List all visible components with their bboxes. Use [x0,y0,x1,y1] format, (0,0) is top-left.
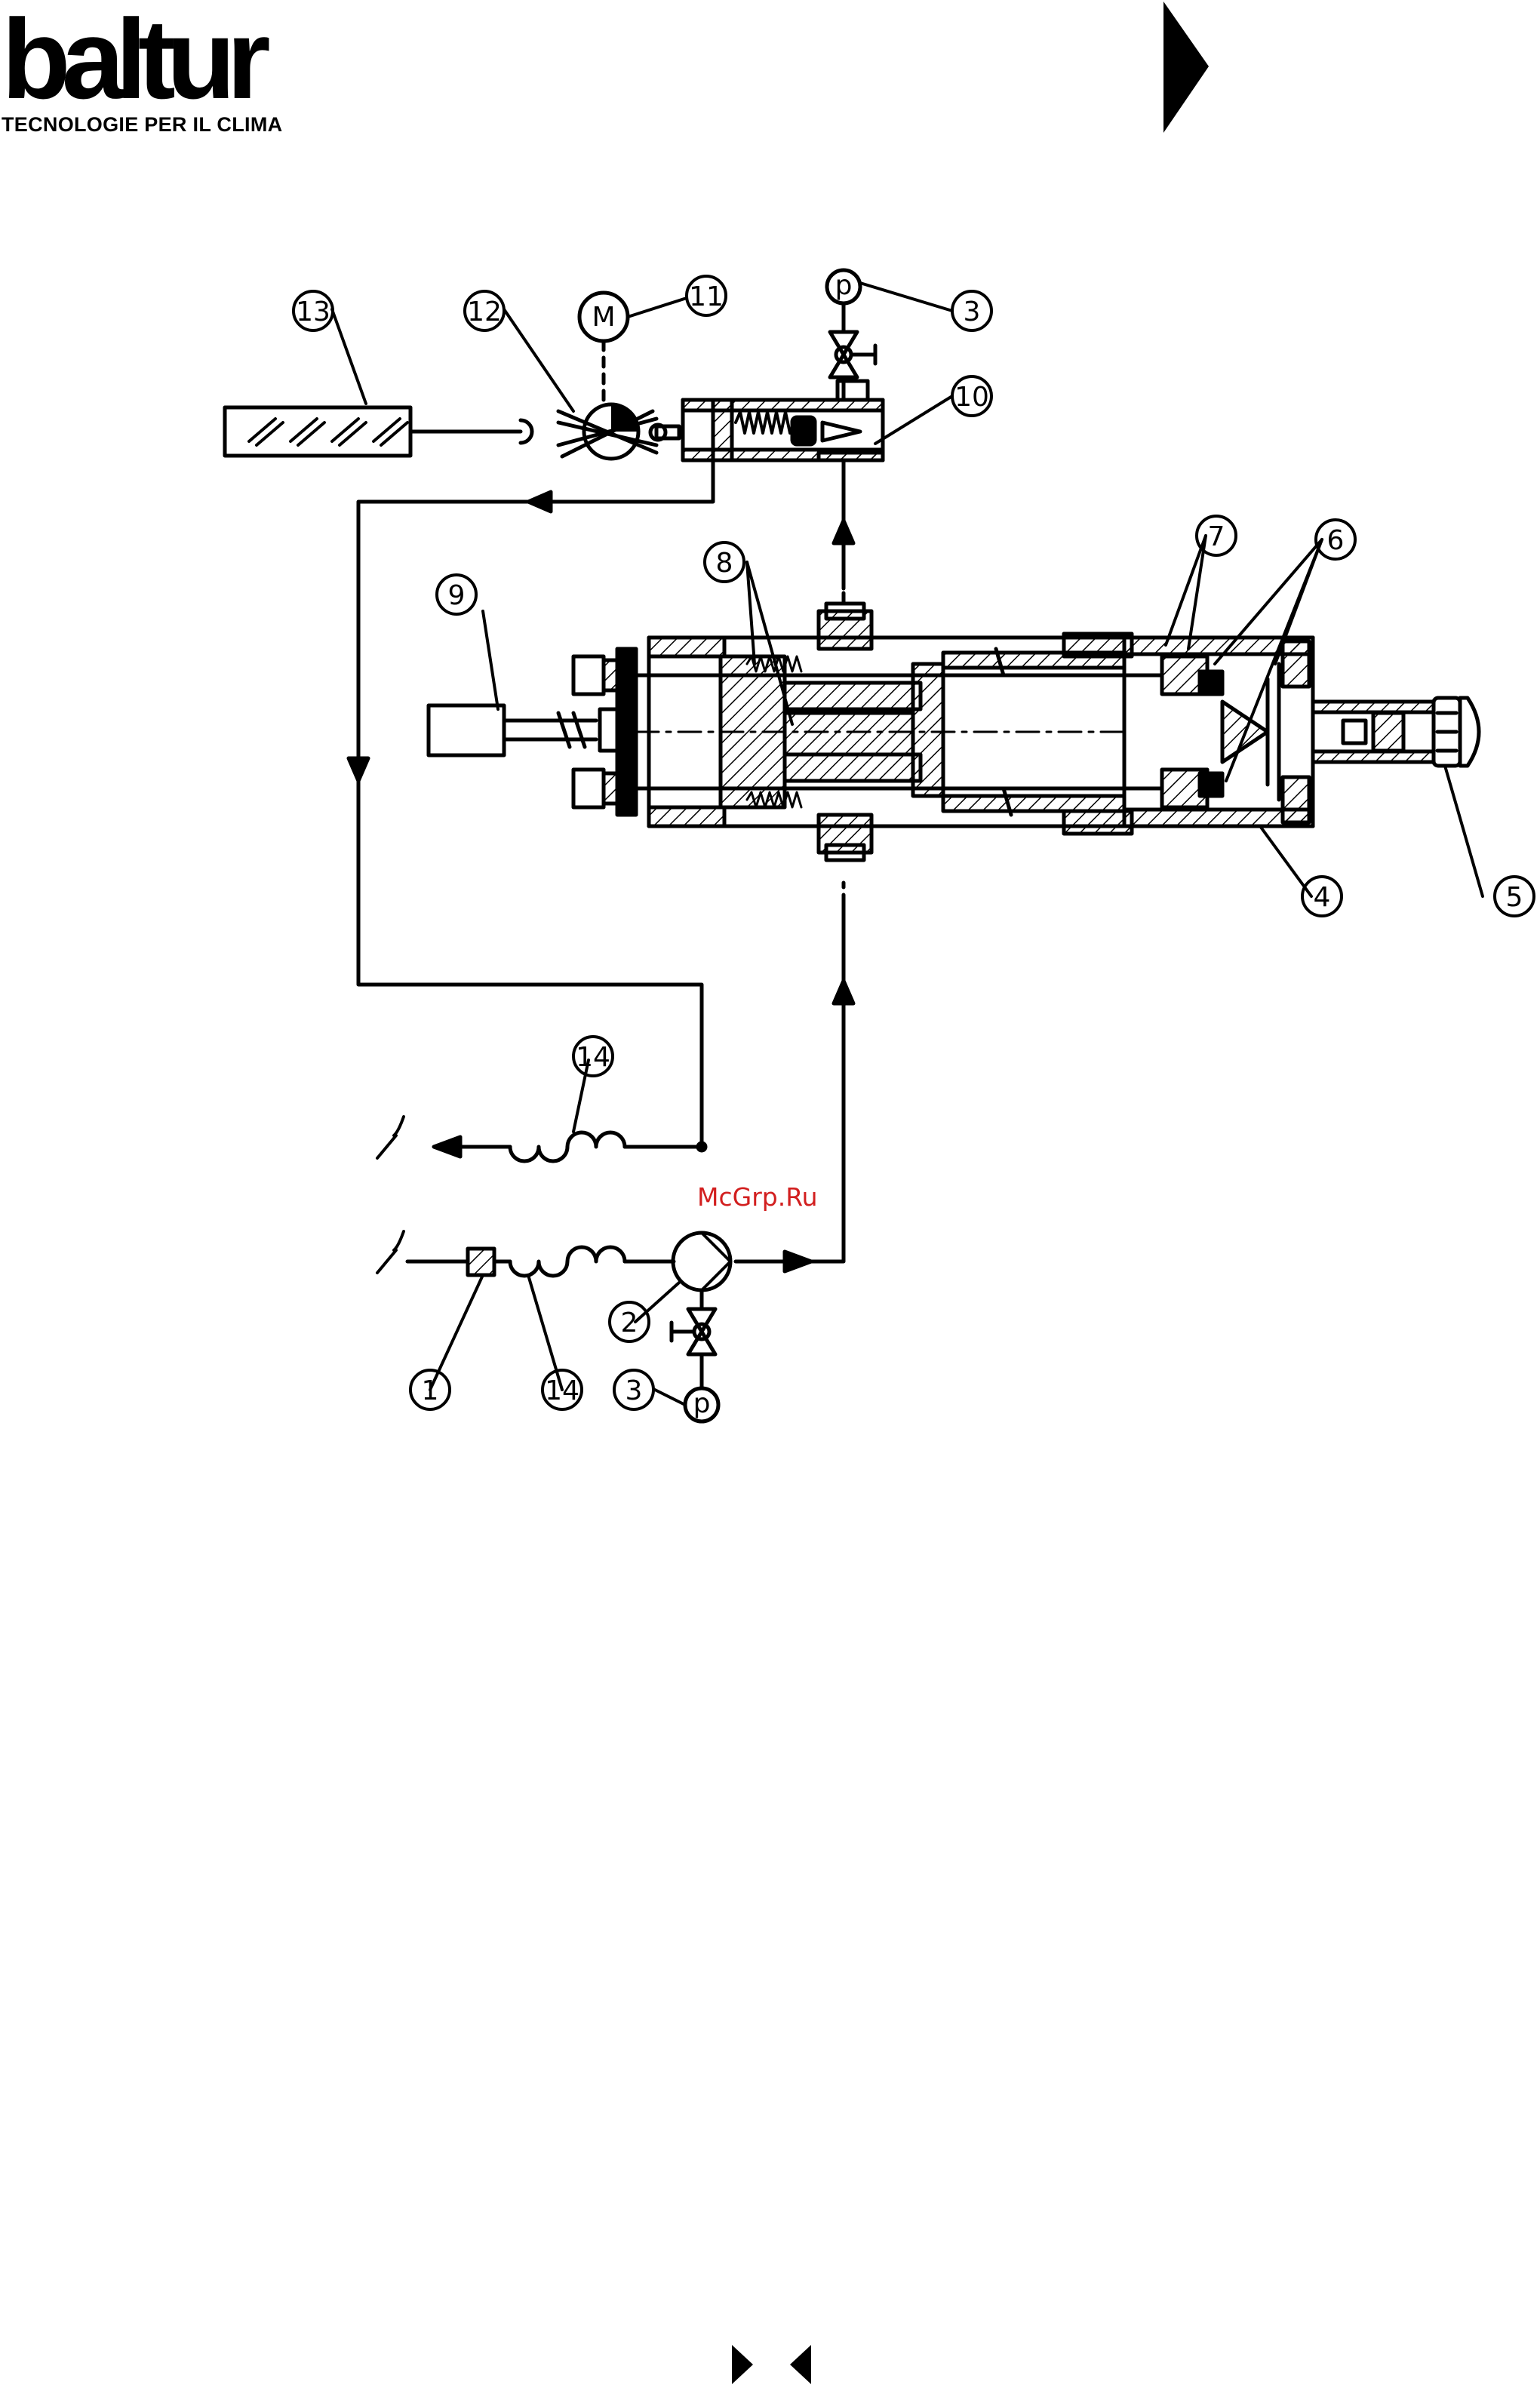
callout-9: 9 [448,580,466,611]
callout-4: 4 [1314,882,1331,913]
motor-symbol-label: M [592,302,615,333]
callout-12: 12 [467,297,502,327]
footer-page-nav [709,2339,815,2392]
gauge-symbol-label-top: p [835,270,853,301]
callout-10: 10 [954,382,989,413]
next-page-arrow-icon[interactable] [732,2345,753,2384]
watermark: McGrp.Ru [697,1182,818,1212]
callout-14-upper: 14 [576,1042,610,1073]
callout-6: 6 [1327,525,1345,556]
callout-3-top: 3 [964,297,981,327]
callout-3-bottom: 3 [626,1375,643,1406]
callout-7: 7 [1208,521,1225,552]
callout-1: 1 [422,1375,439,1406]
callout-11: 11 [689,281,724,312]
callout-8: 8 [716,548,733,579]
callout-13: 13 [296,297,330,327]
prev-page-arrow-icon[interactable] [790,2345,811,2384]
callout-14-lower: 14 [545,1375,579,1406]
callout-2: 2 [621,1308,638,1338]
gauge-symbol-label-bottom: p [693,1388,711,1419]
callout-5: 5 [1506,882,1523,913]
